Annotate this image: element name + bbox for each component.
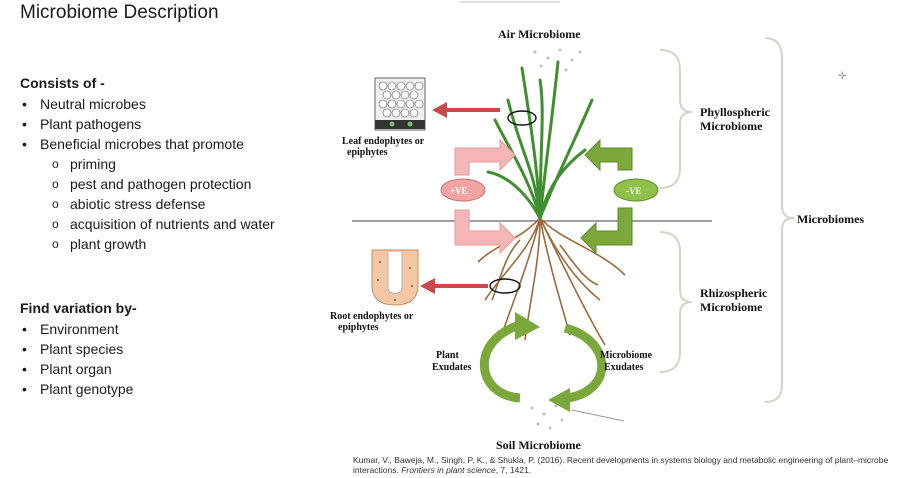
variation-list: Environment Plant species Plant organ Pl… <box>22 319 133 399</box>
leaf-zoom-marker <box>507 110 537 126</box>
root-tip-inset <box>371 249 419 306</box>
negative-effect-badge <box>613 178 659 202</box>
list-item: Plant pathogens <box>22 114 275 134</box>
consists-heading: Consists of - <box>20 75 105 91</box>
page-title: Microbiome Description <box>20 2 219 23</box>
list-item: Plant genotype <box>22 379 133 399</box>
exudate-cycle-arrows <box>479 320 607 403</box>
soil-pointer <box>571 409 625 422</box>
air-microbiome-label: Air Microbiome <box>498 27 581 41</box>
root-endophytes-label: Root endophytes or epiphytes <box>330 311 414 333</box>
variation-heading: Find variation by- <box>20 300 137 316</box>
list-item: plant growth <box>22 234 275 254</box>
citation: Kumar, V., Baweja, M., Singh, P. K., & S… <box>353 455 889 475</box>
list-item: Environment <box>22 319 133 339</box>
plant-exudates-label: Plant Exudates <box>432 350 472 373</box>
negative-effect-label: -VE <box>626 186 642 196</box>
list-item: priming <box>22 154 275 174</box>
list-item: Plant organ <box>22 359 133 379</box>
list-item: Plant species <box>22 339 133 359</box>
list-item: acquisition of nutrients and water <box>22 214 275 234</box>
phyllospheric-label: Phyllospheric Microbiome <box>700 105 771 133</box>
exudate-arrowheads <box>515 312 570 412</box>
root-zoom-marker <box>489 278 521 294</box>
rhizospheric-label: Rhizospheric Microbiome <box>700 286 768 314</box>
negative-feedback-arrows <box>580 138 633 255</box>
leaf-cells-inset <box>374 77 426 131</box>
list-item: Neutral microbes <box>22 94 275 114</box>
move-cursor-icon: ✛ <box>838 71 847 82</box>
positive-feedback-arrows <box>454 138 516 255</box>
plant-leaves <box>486 60 594 220</box>
leaf-inset-arrow <box>432 102 500 118</box>
grouping-braces <box>659 37 795 403</box>
positive-effect-badge <box>440 178 486 202</box>
list-item: Beneficial microbes that promote <box>22 134 275 154</box>
soil-microbiome-label: Soil Microbiome <box>496 438 581 452</box>
soil-particles <box>530 404 564 430</box>
microbiome-exudates-label: Microbiome Exudates <box>600 350 653 373</box>
root-inset-arrow <box>420 278 488 294</box>
leaf-endophytes-label: Leaf endophytes or epiphytes <box>342 136 425 158</box>
list-item: pest and pathogen protection <box>22 174 275 194</box>
microbiomes-label: Microbiomes <box>797 212 865 226</box>
consists-list: Neutral microbes Plant pathogens Benefic… <box>22 94 275 254</box>
list-item: abiotic stress defense <box>22 194 275 214</box>
positive-effect-label: +VE <box>450 186 468 196</box>
air-particles <box>533 48 582 72</box>
